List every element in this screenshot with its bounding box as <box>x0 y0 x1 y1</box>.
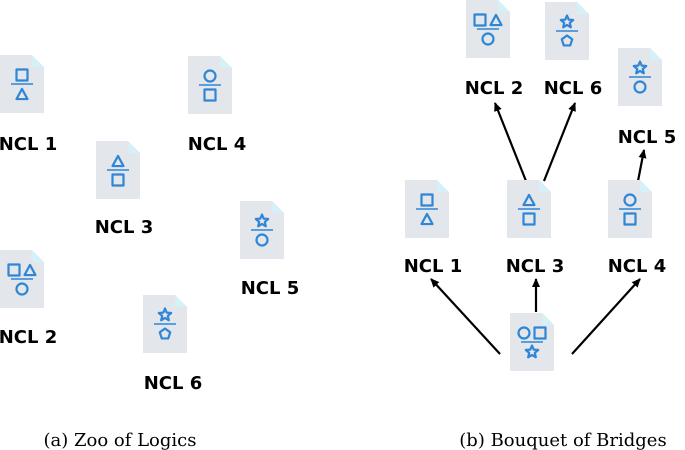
logic-document-b3 <box>507 180 551 238</box>
page-fold-icon <box>498 0 510 12</box>
logic-label-b3: NCL 3 <box>506 256 565 277</box>
bridge-arrow-b0-b4 <box>571 278 641 355</box>
circle-icon <box>633 80 647 94</box>
square-icon <box>473 13 487 27</box>
square-icon <box>623 212 637 226</box>
circle-icon <box>255 233 269 247</box>
triangle-icon <box>15 87 29 101</box>
caption-zoo-of-logics: (a) Zoo of Logics <box>43 430 196 450</box>
logic-document-a6 <box>143 295 187 353</box>
star-icon <box>632 60 648 75</box>
page-fold-icon <box>220 56 232 68</box>
bridge-arrow-b3-b2 <box>493 102 528 182</box>
circle-icon <box>517 326 531 340</box>
logic-document-b6 <box>545 2 589 60</box>
square-icon <box>420 193 434 207</box>
page-fold-icon <box>577 2 589 14</box>
triangle-icon <box>111 154 125 168</box>
page-fold-icon <box>539 180 551 192</box>
logic-document-a5 <box>240 201 284 259</box>
logic-document-b2 <box>466 0 510 58</box>
logic-document-b0 <box>510 313 554 371</box>
caption-bouquet-of-bridges: (b) Bouquet of Bridges <box>459 430 666 450</box>
star-icon <box>524 344 540 359</box>
page-fold-icon <box>640 180 652 192</box>
documents-layer: NCL 1 NCL 4 NCL 3 NCL 5 NCL 2 NCL 6 NCL 2 NCL 6… <box>0 0 676 394</box>
square-icon <box>7 263 21 277</box>
logic-label-a5: NCL 5 <box>241 278 300 299</box>
logic-document-b4 <box>608 180 652 238</box>
triangle-icon <box>489 13 503 27</box>
square-icon <box>522 212 536 226</box>
logic-document-a3 <box>96 141 140 199</box>
page-fold-icon <box>542 313 554 325</box>
triangle-icon <box>522 193 536 207</box>
logic-document-b5 <box>618 48 662 106</box>
logic-label-a4: NCL 4 <box>188 134 247 155</box>
logic-label-a2: NCL 2 <box>0 327 57 348</box>
square-icon <box>111 173 125 187</box>
pentagon-icon <box>560 34 574 47</box>
logic-label-b5: NCL 5 <box>618 127 677 148</box>
logic-label-b6: NCL 6 <box>544 78 603 99</box>
page-fold-icon <box>272 201 284 213</box>
page-fold-icon <box>128 141 140 153</box>
logic-label-a1: NCL 1 <box>0 134 57 155</box>
square-icon <box>533 326 547 340</box>
logic-document-b1 <box>405 180 449 238</box>
square-icon <box>203 88 217 102</box>
triangle-icon <box>23 263 37 277</box>
logic-document-a2 <box>0 250 44 308</box>
circle-icon <box>203 69 217 83</box>
page-fold-icon <box>32 55 44 67</box>
bridge-arrow-b3-b6 <box>542 102 577 182</box>
logic-document-a1 <box>0 55 44 113</box>
page-fold-icon <box>175 295 187 307</box>
logic-document-a4 <box>188 56 232 114</box>
circle-icon <box>481 32 495 46</box>
star-icon <box>254 213 270 228</box>
logic-label-b2: NCL 2 <box>465 78 524 99</box>
page-fold-icon <box>650 48 662 60</box>
logic-label-a3: NCL 3 <box>95 217 154 238</box>
pentagon-icon <box>158 327 172 340</box>
edges-layer <box>430 102 647 355</box>
logic-label-b1: NCL 1 <box>404 256 463 277</box>
star-icon <box>157 307 173 322</box>
bridge-arrow-b0-b1 <box>430 278 501 355</box>
page-fold-icon <box>437 180 449 192</box>
logic-label-a6: NCL 6 <box>144 373 203 394</box>
page-fold-icon <box>32 250 44 262</box>
logic-label-b4: NCL 4 <box>608 256 667 277</box>
bridge-arrow-b4-b5 <box>636 149 647 182</box>
circle-icon <box>623 193 637 207</box>
circle-icon <box>15 282 29 296</box>
square-icon <box>15 68 29 82</box>
star-icon <box>559 14 575 29</box>
triangle-icon <box>420 212 434 226</box>
